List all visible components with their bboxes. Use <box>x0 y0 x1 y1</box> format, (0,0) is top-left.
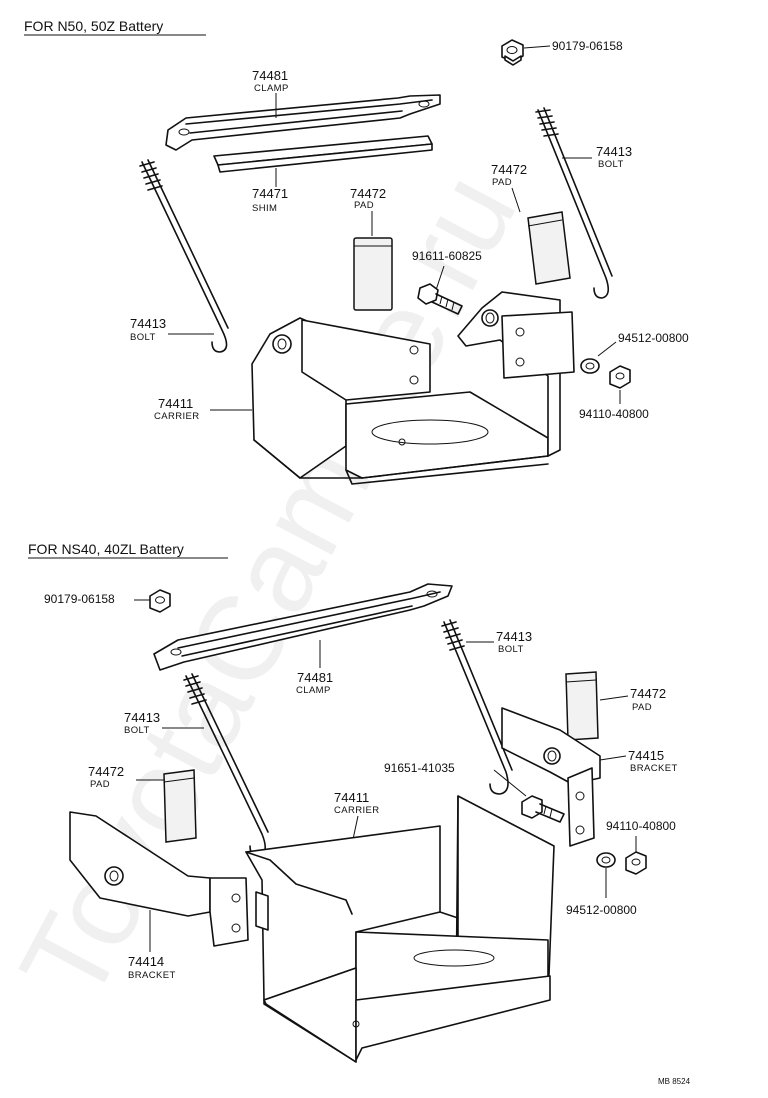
part-number-pad-right: 74472 <box>630 686 666 701</box>
part-name-bolt-left: BOLT <box>130 332 156 343</box>
battery-carrier-icon <box>251 291 575 485</box>
part-number-clamp: 74481 <box>252 68 288 83</box>
rubber-pad-icon <box>565 671 599 741</box>
part-number-bolt-right: 74413 <box>496 629 532 644</box>
part-name-carrier: CARRIER <box>334 805 380 816</box>
section-title-upper: FOR N50, 50Z Battery <box>24 18 163 34</box>
lower-section: FOR NS40, 40ZL Battery 90179-06158 74481… <box>28 541 678 1063</box>
clamp-bar-icon <box>153 583 453 671</box>
hex-nut-icon <box>149 589 171 613</box>
rubber-pad-icon <box>353 237 393 311</box>
part-code-nut: 90179-06158 <box>44 592 115 606</box>
bracket-icon <box>69 811 249 947</box>
part-code-nut: 90179-06158 <box>552 39 623 53</box>
j-bolt-icon <box>139 159 229 353</box>
leader-line <box>435 265 445 291</box>
leader-line <box>599 755 627 761</box>
part-number-bolt-left: 74413 <box>124 710 160 725</box>
part-name-pad-right: PAD <box>632 702 652 713</box>
washer-icon <box>580 358 600 374</box>
part-number-pad-center: 74472 <box>350 186 386 201</box>
part-number-pad-right: 74472 <box>491 162 527 177</box>
rubber-pad-icon <box>527 211 571 285</box>
leader-line <box>599 695 629 701</box>
leader-line <box>511 187 521 213</box>
washer-icon <box>596 852 616 868</box>
part-name-bracket-right: BRACKET <box>630 763 678 774</box>
part-number-pad-left: 74472 <box>88 764 124 779</box>
hex-nut-icon <box>609 365 631 389</box>
part-name-clamp: CLAMP <box>254 83 289 94</box>
part-number-bolt-right: 74413 <box>596 144 632 159</box>
part-number-bolt-left: 74413 <box>130 316 166 331</box>
hex-nut-icon <box>501 39 524 66</box>
part-name-pad-center: PAD <box>354 200 374 211</box>
footer-code: MB 8524 <box>658 1077 691 1086</box>
shim-icon <box>213 135 433 173</box>
clamp-bar-icon <box>165 94 441 151</box>
bracket-icon <box>501 707 601 847</box>
flange-bolt-icon <box>521 795 565 823</box>
part-name-clamp: CLAMP <box>296 685 331 696</box>
part-number-bracket-right: 74415 <box>628 748 664 763</box>
rubber-pad-icon <box>163 769 197 843</box>
part-number-shim: 74471 <box>252 186 288 201</box>
part-name-pad-right: PAD <box>492 177 512 188</box>
hex-nut-icon <box>625 851 647 875</box>
part-number-carrier: 74411 <box>334 790 369 805</box>
part-code-nut2: 94110-40800 <box>579 407 649 421</box>
flange-bolt-icon <box>417 283 463 315</box>
part-code-screw: 91611-60825 <box>412 249 482 263</box>
part-code-nut2: 94110-40800 <box>606 819 676 833</box>
part-number-carrier: 74411 <box>158 396 193 411</box>
upper-section: FOR N50, 50Z Battery 90179-06158 74481 C… <box>24 18 689 485</box>
part-name-bolt-right: BOLT <box>498 644 524 655</box>
part-number-clamp: 74481 <box>297 670 333 685</box>
battery-carrier-icon <box>245 795 555 1063</box>
j-bolt-icon <box>535 107 613 299</box>
part-name-bolt-left: BOLT <box>124 725 150 736</box>
part-code-washer: 94512-00800 <box>618 331 689 345</box>
part-name-shim: SHIM <box>252 203 277 214</box>
leader-line <box>597 341 617 357</box>
part-name-bracket-left: BRACKET <box>128 970 176 981</box>
part-number-bracket-left: 74414 <box>128 954 164 969</box>
section-title-lower: FOR NS40, 40ZL Battery <box>28 541 184 557</box>
leader-line <box>523 45 551 49</box>
part-name-carrier: CARRIER <box>154 411 200 422</box>
part-code-washer: 94512-00800 <box>566 903 637 917</box>
leader-line <box>493 769 527 797</box>
part-name-pad-left: PAD <box>90 779 110 790</box>
part-code-screw: 91651-41035 <box>384 761 455 775</box>
part-name-bolt-right: BOLT <box>598 159 624 170</box>
